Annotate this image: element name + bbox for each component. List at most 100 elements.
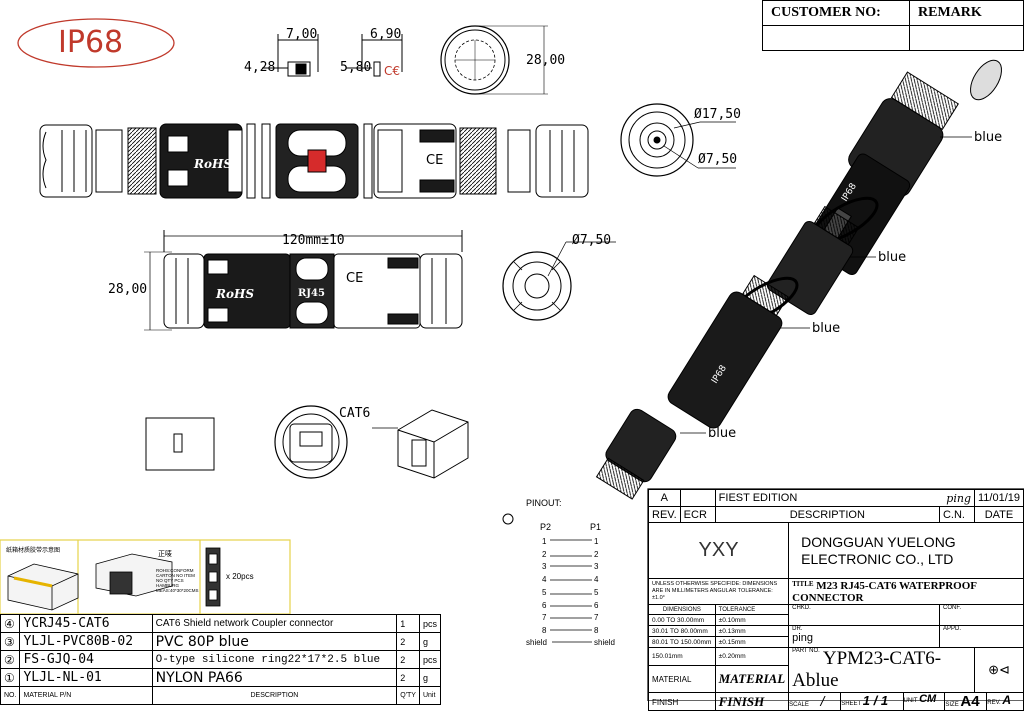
dim-6-90: 6,90 [370, 27, 402, 42]
edition: FIEST EDITION [718, 491, 798, 504]
pinout-right-col: 1 2 3 4 5 6 7 8 [594, 536, 598, 638]
pin-right: 5 [594, 587, 599, 597]
pieces-label: x 20pcs [226, 572, 254, 581]
bom-header-no: NO. [0, 686, 21, 705]
bom-row: ② FS-GJQ-04 O-type silicone ring22*17*2.… [0, 650, 442, 669]
dim-dia-7-50-b: Ø7,50 [572, 233, 612, 248]
projection-symbol: ⊕⊲ [973, 647, 1024, 693]
part-cell: PART NO. YPM23-CAT6-Ablue [788, 647, 975, 693]
chkd-label: CHKD. [788, 604, 940, 626]
pin-right: 8 [594, 625, 599, 635]
dr-label: DR. [792, 626, 803, 632]
rev2-value: A [1002, 693, 1012, 707]
cat6-callout: CAT6 [339, 406, 371, 421]
bom-qty: 2 [396, 668, 420, 687]
bom-no: ② [0, 650, 21, 669]
ce-mark-small: C€ [384, 64, 400, 78]
scale-sheet-cell: SCALE / SHEET 1 / 1 UNIT CM SIZE A4 [788, 692, 1024, 711]
blue-leaders [680, 136, 972, 434]
rev2-box: REV. A [987, 693, 1023, 710]
rev-a: A [648, 489, 681, 507]
ecr-label: ECR [679, 506, 716, 523]
bom-row: ① YLJL-NL-01 NYLON PA66 2 g [0, 668, 442, 687]
pinout-block: PINOUT: P2 P1 1 2 3 4 5 6 7 8 1 2 3 4 5 … [526, 498, 626, 647]
part-label: PART NO. [792, 648, 820, 654]
isometric-exploded-view [595, 59, 1002, 500]
coupler-views [145, 405, 469, 479]
pinout-p2: P2 [540, 522, 552, 532]
signer: ping [946, 491, 971, 505]
bom-header-unit: Unit [418, 686, 442, 705]
pin-left: 6 [542, 600, 547, 610]
pinout-title: PINOUT: [526, 498, 562, 508]
bom-unit: pcs [418, 650, 442, 669]
pin-left: 3 [542, 562, 547, 572]
size-value: A4 [960, 693, 980, 710]
customer-label: CUSTOMER NO: [762, 0, 910, 26]
company-line-1: DONGGUAN YUELONG [801, 533, 956, 550]
scale-label: SCALE [789, 702, 809, 708]
ip68-rating: IP68 [58, 25, 124, 60]
tol-range: 150.01mm [648, 647, 716, 666]
finish-cell: FINISH [648, 692, 716, 711]
small-profile-views [262, 34, 403, 77]
pin-left: 4 [542, 575, 547, 585]
dim-4-28: 4,28 [244, 60, 276, 75]
unit-value: CM [919, 693, 937, 705]
finish-value: FINISH [714, 692, 790, 711]
bom-desc: CAT6 Shield network Coupler connector [151, 614, 398, 633]
pinout-p1: P1 [590, 522, 602, 532]
ce-mark-2: CE [346, 271, 363, 286]
scale-value: / [820, 693, 825, 709]
blue-callout-3: blue [812, 321, 841, 336]
dim-length: 120mm±10 [282, 233, 345, 248]
title-cell: TITLE M23 RJ45-CAT6 WATERPROOF CONNECTOR [788, 578, 1024, 605]
shield-left: shield [526, 638, 547, 647]
blue-callout-4: blue [708, 426, 737, 441]
sheet-label: SHEET [841, 701, 862, 707]
pin-right: 4 [594, 575, 599, 585]
title-block: A FIEST EDITION ping 11/01/19 REV. ECR D… [647, 489, 1024, 711]
pin-left: 5 [542, 587, 547, 597]
rohs-mark-1: RoHS [193, 157, 232, 171]
bom-unit: pcs [418, 614, 442, 633]
bom-row: ③ YLJL-PVC80B-02 PVC 80P blue 2 g [0, 632, 442, 651]
appd-label: APPD. [938, 625, 1024, 648]
size-box: SIZE A4 [945, 693, 988, 710]
company-name-cell: DONGGUAN YUELONG ELECTRONIC CO., LTD [788, 522, 1024, 579]
cn-label: C.N. [938, 506, 975, 523]
tolerance-note: UNLESS OTHERWISE SPECIFIDE: DIMENSIONS A… [647, 578, 790, 605]
company-line-2: ELECTRONIC CO., LTD [801, 550, 954, 567]
rj45-mark: RJ45 [298, 288, 325, 299]
box-label: 纸箱材质胶带示意图 [6, 548, 61, 554]
bom-row: ④ YCRJ45-CAT6 CAT6 Shield network Couple… [0, 614, 442, 633]
pinout-left-col: 1 2 3 4 5 6 7 8 [542, 536, 546, 638]
tol-value: ±0.20mm [714, 647, 790, 666]
bom-header-row: NO. MATERIAL P/N DESCRIPTION Q'TY Unit [0, 686, 442, 705]
bom-no: ④ [0, 614, 21, 633]
customer-remark-table: CUSTOMER NO: REMARK [762, 0, 1024, 51]
packaging-sketches [7, 547, 221, 611]
edition-cell: FIEST EDITION ping [714, 489, 975, 507]
bom-header-pn: MATERIAL P/N [19, 686, 153, 705]
shield-right: shield [594, 638, 615, 647]
title-value: M23 RJ45-CAT6 WATERPROOF CONNECTOR [792, 579, 977, 604]
bom-header-desc: DESCRIPTION [151, 686, 398, 705]
size-label: SIZE [945, 702, 959, 708]
pin-right: 6 [594, 600, 599, 610]
finish-label: FINISH [652, 697, 679, 707]
tol-header: TOLERANCE [714, 604, 790, 615]
bom-unit: g [418, 632, 442, 651]
pin-left: 2 [542, 549, 547, 559]
pin-left: 8 [542, 625, 547, 635]
tol-range: 0.00 TO 30.00mm [648, 614, 716, 626]
date-label: DATE [973, 506, 1024, 523]
bom-pn: YLJL-NL-01 [19, 668, 153, 687]
rev-label: REV. [648, 506, 681, 523]
material-cell: MATERIAL [648, 664, 716, 694]
rohs-mark-2: RoHS [215, 287, 254, 301]
ecr-empty [679, 489, 716, 507]
ip68-ellipse [17, 18, 175, 68]
pin-left: 7 [542, 613, 547, 623]
